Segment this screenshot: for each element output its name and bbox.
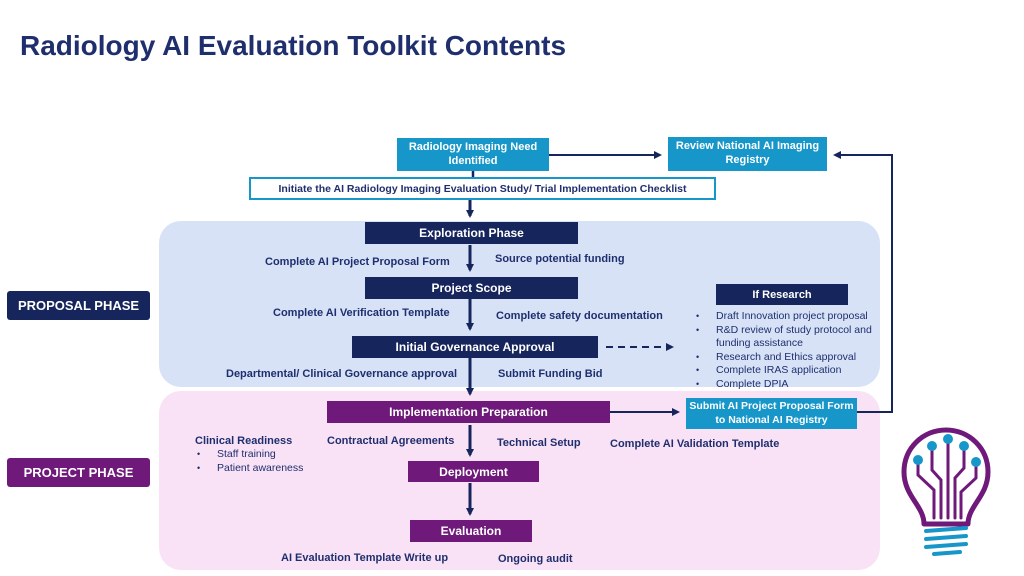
research-item: Complete IRAS application bbox=[694, 364, 876, 378]
ongoing-audit-text: Ongoing audit bbox=[498, 553, 573, 565]
clinical-readiness-text: Clinical Readiness bbox=[195, 435, 293, 447]
technical-setup-text: Technical Setup bbox=[497, 437, 581, 449]
page-title: Radiology AI Evaluation Toolkit Contents bbox=[20, 30, 567, 61]
readiness-list: Staff training Patient awareness bbox=[195, 448, 325, 475]
verification-text: Complete AI Verification Template bbox=[273, 307, 450, 319]
implementation-box: Implementation Preparation bbox=[327, 401, 610, 423]
proposal-phase-label: PROPOSAL PHASE bbox=[7, 291, 150, 320]
contractual-text: Contractual Agreements bbox=[327, 435, 455, 447]
imaging-need-box: Radiology Imaging Need Identified bbox=[397, 138, 549, 171]
proposal-form-text: Complete AI Project Proposal Form bbox=[265, 256, 450, 268]
write-up-text: AI Evaluation Template Write up bbox=[281, 552, 449, 564]
research-item: Research and Ethics approval bbox=[694, 351, 876, 365]
funding-bid-text: Submit Funding Bid bbox=[498, 368, 603, 380]
evaluation-box: Evaluation bbox=[410, 520, 532, 542]
research-item: R&D review of study protocol and funding… bbox=[694, 324, 876, 351]
validation-text: Complete AI Validation Template bbox=[610, 438, 780, 450]
checklist-box: Initiate the AI Radiology Imaging Evalua… bbox=[249, 177, 716, 200]
exploration-phase-box: Exploration Phase bbox=[365, 222, 578, 244]
project-phase-label: PROJECT PHASE bbox=[7, 458, 150, 487]
safety-text: Complete safety documentation bbox=[496, 310, 663, 322]
research-item: Draft Innovation project proposal bbox=[694, 310, 876, 324]
deployment-box: Deployment bbox=[408, 461, 539, 482]
source-funding-text: Source potential funding bbox=[495, 253, 625, 265]
readiness-item: Patient awareness bbox=[195, 462, 325, 476]
project-scope-box: Project Scope bbox=[365, 277, 578, 299]
arrow-submit-registry bbox=[833, 151, 893, 413]
ai-lightbulb-icon bbox=[901, 427, 991, 556]
readiness-item: Staff training bbox=[195, 448, 325, 462]
review-registry-box: Review National AI Imaging Registry bbox=[668, 137, 827, 171]
submit-registry-box: Submit AI Project Proposal Form to Natio… bbox=[686, 398, 857, 429]
research-item: Complete DPIA bbox=[694, 378, 876, 392]
governance-approval-box: Initial Governance Approval bbox=[352, 336, 598, 358]
if-research-box: If Research bbox=[716, 284, 848, 305]
dept-approval-text: Departmental/ Clinical Governance approv… bbox=[226, 368, 458, 380]
research-list: Draft Innovation project proposal R&D re… bbox=[694, 310, 876, 391]
